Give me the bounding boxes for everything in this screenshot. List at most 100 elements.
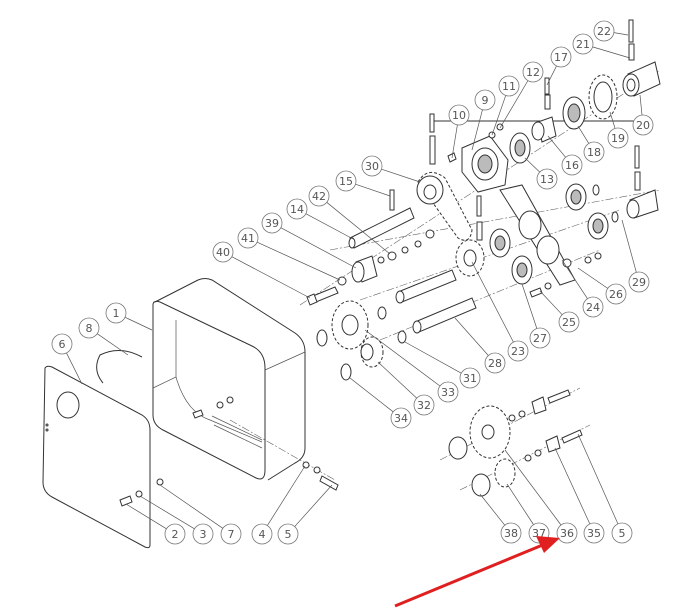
part-label-25: 25 — [558, 311, 580, 333]
bushing-35 — [545, 435, 561, 453]
label-number: 30 — [365, 160, 379, 173]
label-circle — [78, 317, 100, 339]
leader-line — [355, 183, 391, 197]
leader-line — [377, 361, 417, 399]
circlip — [377, 306, 387, 320]
label-circle — [261, 212, 283, 234]
label-circle — [437, 381, 459, 403]
label-circle — [561, 154, 583, 176]
part-label-22: 22 — [593, 20, 615, 42]
part-label-17: 17 — [550, 46, 572, 68]
part-label-4: 4 — [251, 523, 273, 545]
leader-line — [471, 109, 483, 151]
leader-line — [305, 213, 356, 241]
label-number: 29 — [632, 276, 646, 289]
label-number: 25 — [562, 316, 576, 329]
label-circle — [583, 141, 605, 163]
leader-line — [267, 465, 306, 526]
part-label-7: 7 — [220, 523, 242, 545]
label-circle — [582, 296, 604, 318]
leader-line — [280, 227, 357, 269]
part-label-14: 14 — [286, 198, 308, 220]
leader-line — [504, 449, 562, 526]
leader-line — [454, 317, 489, 356]
label-circle — [51, 333, 73, 355]
key-34 — [340, 363, 352, 381]
leader-line — [561, 259, 588, 299]
leader-line — [613, 32, 629, 36]
part-label-38: 38 — [500, 522, 522, 544]
part-label-6: 6 — [51, 333, 73, 355]
key-34a — [316, 329, 328, 347]
label-circle — [632, 114, 654, 136]
label-circle — [522, 61, 544, 83]
bushing-35a — [531, 396, 547, 415]
part-label-21: 21 — [572, 33, 594, 55]
part-label-13: 13 — [536, 168, 558, 190]
shaft-28 — [414, 297, 477, 333]
label-circle — [390, 407, 412, 429]
leader-line — [499, 80, 529, 129]
label-circle — [212, 241, 234, 263]
washer-41 — [337, 276, 347, 286]
part-label-36: 36 — [556, 522, 578, 544]
part-label-3: 3 — [192, 523, 214, 545]
part-label-8: 8 — [78, 317, 100, 339]
label-number: 4 — [259, 528, 266, 541]
label-circle — [550, 46, 572, 68]
lower-gear-assembly — [448, 389, 583, 497]
label-circle — [413, 394, 435, 416]
part-label-29: 29 — [628, 271, 650, 293]
label-number: 12 — [526, 66, 540, 79]
leader-line — [524, 157, 541, 173]
middle-shaft-assembly — [316, 183, 659, 381]
red-arrow — [394, 536, 560, 608]
part-label-12: 12 — [522, 61, 544, 83]
label-number: 32 — [417, 399, 431, 412]
cable-8 — [96, 350, 143, 384]
part-label-11: 11 — [498, 75, 520, 97]
label-circle — [500, 522, 522, 544]
label-circle — [507, 340, 529, 362]
housing-box-1 — [152, 278, 306, 481]
label-number: 6 — [59, 338, 66, 351]
part-label-39: 39 — [261, 212, 283, 234]
label-number: 2 — [172, 528, 179, 541]
leader-line — [381, 168, 421, 183]
leader-line — [159, 484, 223, 529]
leader-line — [97, 333, 129, 356]
label-number: 26 — [609, 288, 623, 301]
leader-line — [639, 94, 643, 116]
upper-shaft-assembly — [306, 61, 661, 306]
label-number: 42 — [312, 190, 326, 203]
label-circle — [164, 523, 186, 545]
leader-line — [471, 261, 514, 343]
pins — [389, 19, 641, 241]
label-number: 28 — [488, 357, 502, 370]
part-label-34: 34 — [390, 407, 412, 429]
label-number: 9 — [482, 94, 489, 107]
leader-line — [451, 124, 458, 159]
label-number: 1 — [113, 307, 120, 320]
label-circle — [286, 198, 308, 220]
part-label-32: 32 — [413, 394, 435, 416]
leader-line — [491, 95, 507, 136]
part-label-30: 30 — [361, 155, 383, 177]
label-number: 11 — [502, 80, 516, 93]
shaft-14 — [349, 207, 415, 249]
leader-line — [256, 241, 341, 281]
part-label-5: 5 — [277, 523, 299, 545]
label-number: 31 — [463, 372, 477, 385]
part-label-40: 40 — [212, 241, 234, 263]
leader-line — [609, 111, 616, 129]
label-circle — [308, 185, 330, 207]
leader-line — [539, 290, 563, 315]
label-number: 34 — [394, 412, 408, 425]
part-label-20: 20 — [632, 114, 654, 136]
part-label-16: 16 — [561, 154, 583, 176]
leader-line — [547, 135, 566, 158]
hub-38 — [471, 473, 491, 497]
label-number: 24 — [586, 301, 600, 314]
part-label-41: 41 — [237, 227, 259, 249]
label-number: 21 — [576, 38, 590, 51]
